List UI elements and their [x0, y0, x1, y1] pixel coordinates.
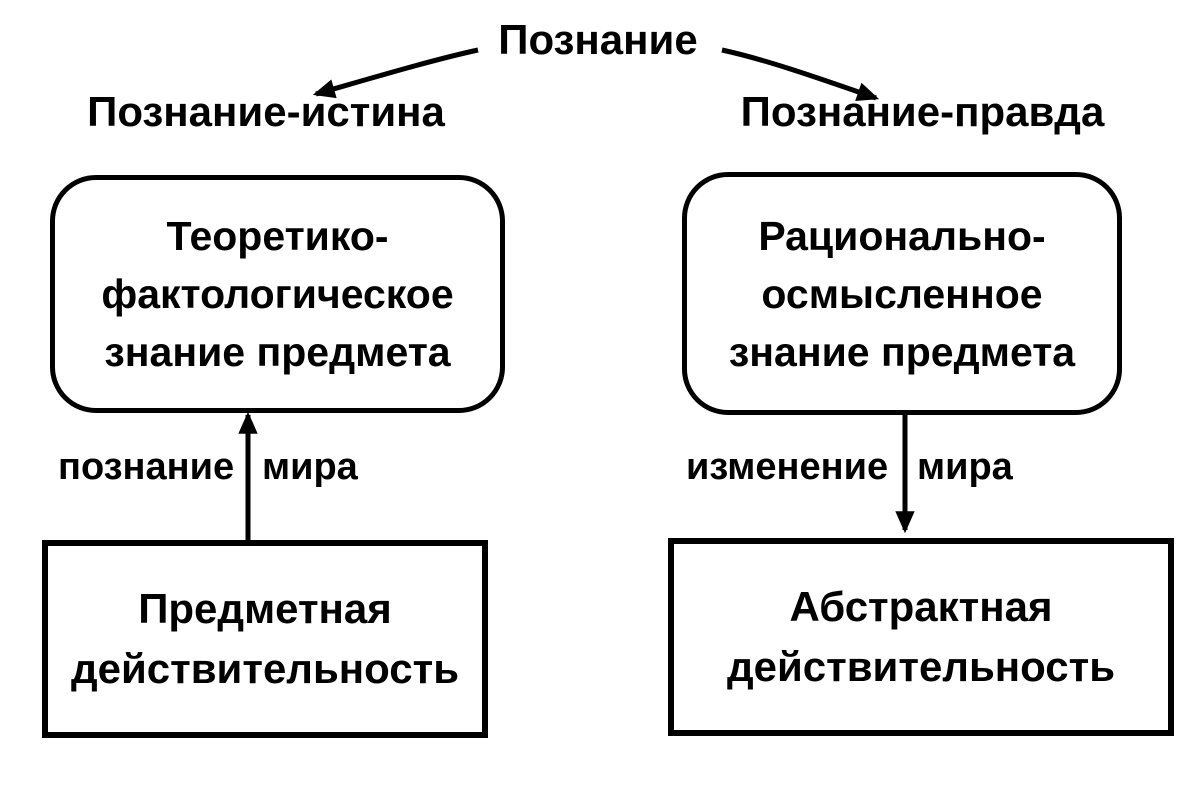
- root-node-label: Познание: [498, 16, 698, 63]
- right-reality-box: Абстрактная действительность: [668, 538, 1174, 736]
- left-reality-box-line: Предметная: [138, 585, 392, 632]
- right-branch-heading: Познание-правда: [740, 88, 1105, 135]
- down-arrow-label-before: изменение: [686, 446, 889, 488]
- right-knowledge-box-line: знание предмета: [728, 328, 1076, 375]
- up-arrow-label-after: мира: [262, 446, 358, 488]
- left-branch-heading: Познание-истина: [87, 88, 445, 135]
- left-knowledge-box-line: Теоретико-: [166, 213, 389, 259]
- left-knowledge-box: Теоретико- фактологическое знание предме…: [50, 175, 505, 413]
- right-reality-box-line: действительность: [726, 643, 1116, 690]
- left-reality-box-line: действительность: [70, 645, 460, 692]
- left-knowledge-box-line: фактологическое: [101, 271, 454, 317]
- right-knowledge-box-line: Рационально-: [758, 212, 1046, 259]
- right-knowledge-box-line: осмысленное: [761, 270, 1043, 317]
- left-knowledge-box-line: знание предмета: [104, 329, 451, 375]
- right-reality-box-line: Абстрактная: [789, 583, 1053, 630]
- up-arrow-label-before: познание: [58, 446, 235, 488]
- down-arrow-label-after: мира: [917, 446, 1013, 488]
- right-knowledge-box: Рационально- осмысленное знание предмета: [682, 172, 1122, 415]
- left-reality-box: Предметная действительность: [42, 540, 488, 738]
